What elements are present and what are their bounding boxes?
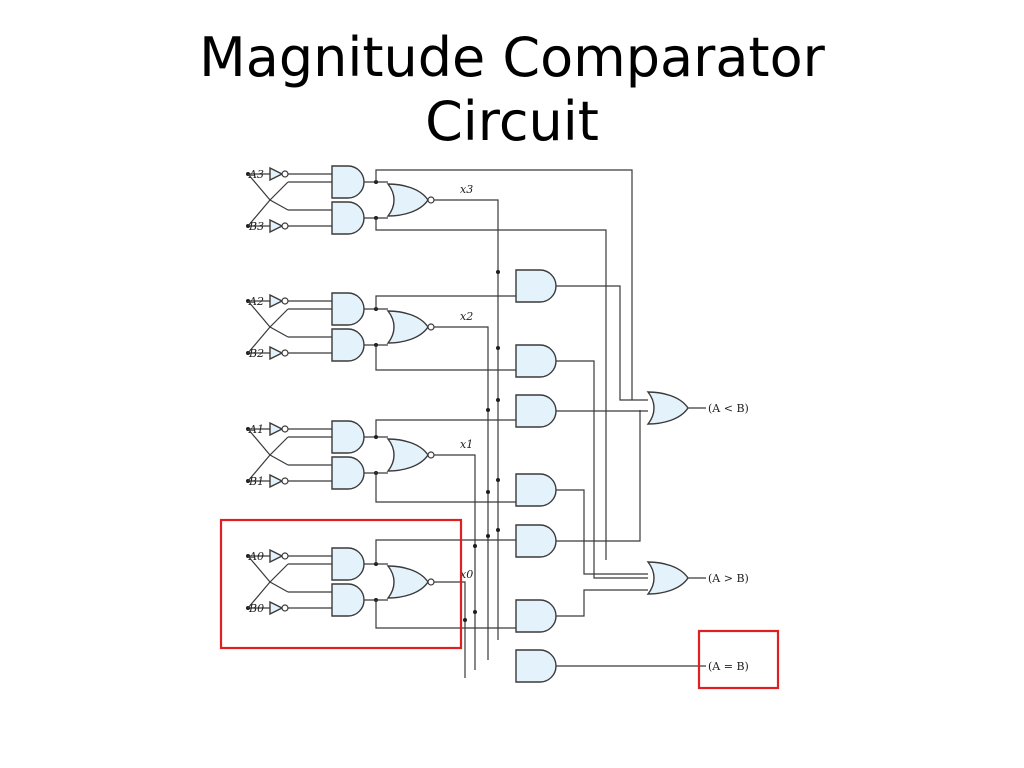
x2-label: x2 xyxy=(460,310,473,323)
output-a-lt-b: (A < B) xyxy=(708,402,749,415)
output-a-gt-b: (A > B) xyxy=(708,572,749,585)
bit-3-stage: A3 B3 x3 xyxy=(246,166,473,234)
highlight-bit-0-stage xyxy=(219,518,463,650)
x-signal-buses xyxy=(434,199,499,678)
bit-2-stage: A2 B2 x2 xyxy=(246,293,473,361)
bit-1-stage: A1 B1 x1 xyxy=(246,421,473,489)
x0-label: x0 xyxy=(460,568,473,581)
bit-0-stage: A0 B0 x0 xyxy=(246,548,473,616)
highlight-equal-output xyxy=(697,629,780,690)
input-a2-label: A2 xyxy=(248,295,264,308)
input-b3-label: B3 xyxy=(248,220,264,233)
title-line-2: Circuit xyxy=(425,90,599,153)
input-b1-label: B1 xyxy=(248,475,264,488)
second-level-and-gates xyxy=(463,269,557,683)
output-or-gates: (A < B) (A > B) (A = B) xyxy=(556,285,749,673)
input-b2-label: B2 xyxy=(248,347,264,360)
input-a3-label: A3 xyxy=(248,168,264,181)
title-line-1: Magnitude Comparator xyxy=(199,26,825,89)
x3-label: x3 xyxy=(460,183,473,196)
input-a0-label: A0 xyxy=(248,550,264,563)
input-b0-label: B0 xyxy=(248,602,264,615)
x1-label: x1 xyxy=(460,438,473,451)
stage-outputs-to-right xyxy=(375,169,633,629)
output-a-eq-b: (A = B) xyxy=(708,660,749,673)
slide-title: Magnitude Comparator Circuit xyxy=(0,26,1024,154)
input-a1-label: A1 xyxy=(248,423,264,436)
